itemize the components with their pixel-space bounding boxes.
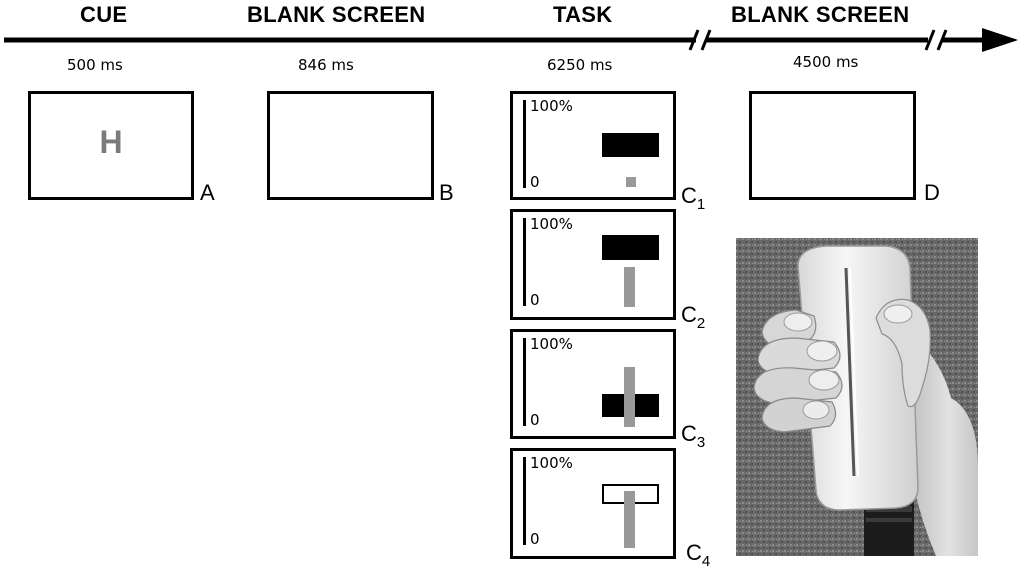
frame-label-c2: C2 (681, 302, 705, 332)
frame-label-c1: C1 (681, 183, 705, 213)
scale-bar (523, 100, 526, 188)
frame-label-c2-sub: 2 (696, 315, 706, 332)
duration-task: 6250 ms (547, 56, 613, 74)
target-bar (602, 133, 659, 157)
force-bar (624, 367, 635, 427)
duration-blank-1: 846 ms (298, 56, 354, 74)
task-frame-c2: 100% 0 (510, 209, 676, 320)
task-frame-c1: 100% 0 (510, 91, 676, 200)
frame-label-a: A (200, 180, 215, 205)
scale-top-label: 100% (530, 335, 573, 353)
frame-label-c1-sub: 1 (696, 196, 706, 213)
blank-frame-1 (267, 91, 434, 200)
scale-bottom-label: 0 (530, 411, 540, 429)
phase-title-blank-2: BLANK SCREEN (731, 2, 910, 27)
frame-label-c3-sub: 3 (696, 434, 706, 451)
frame-label-c4-letter: C (686, 540, 702, 565)
timeline-arrow (4, 28, 1018, 52)
phase-title-task: TASK (553, 2, 613, 27)
duration-blank-2: 4500 ms (793, 53, 859, 71)
timeline-break-2a (924, 29, 936, 51)
frame-label-d: D (924, 180, 940, 205)
force-bar (626, 177, 636, 187)
duration-cue: 500 ms (67, 56, 123, 74)
scale-bar (523, 338, 526, 426)
scale-top-label: 100% (530, 215, 573, 233)
scale-bottom-label: 0 (530, 173, 540, 191)
timeline-break-1a (688, 29, 700, 51)
frame-label-c2-letter: C (681, 302, 697, 327)
frame-label-c3: C3 (681, 421, 705, 451)
frame-label-c4: C4 (686, 540, 710, 570)
force-bar (624, 267, 635, 307)
frame-label-b: B (439, 180, 454, 205)
scale-bottom-label: 0 (530, 291, 540, 309)
phase-title-cue: CUE (80, 2, 128, 27)
task-frame-c3: 100% 0 (510, 329, 676, 439)
scale-bottom-label: 0 (530, 530, 540, 548)
scale-bar (523, 457, 526, 545)
target-bar (602, 235, 659, 260)
phase-title-blank-1: BLANK SCREEN (247, 2, 426, 27)
cue-frame: H (28, 91, 194, 200)
scale-top-label: 100% (530, 454, 573, 472)
hand-grip-device-photo (736, 238, 978, 556)
cue-letter: H (99, 124, 123, 160)
timeline-arrowhead (982, 28, 1018, 52)
blank-frame-2 (749, 91, 916, 200)
scale-bar (523, 218, 526, 306)
task-frame-c4: 100% 0 (510, 448, 676, 559)
frame-label-c3-letter: C (681, 421, 697, 446)
scale-top-label: 100% (530, 97, 573, 115)
frame-label-c1-letter: C (681, 183, 697, 208)
force-bar (624, 491, 635, 548)
hand-grip-device-image (736, 238, 978, 556)
frame-label-c4-sub: 4 (701, 553, 711, 570)
